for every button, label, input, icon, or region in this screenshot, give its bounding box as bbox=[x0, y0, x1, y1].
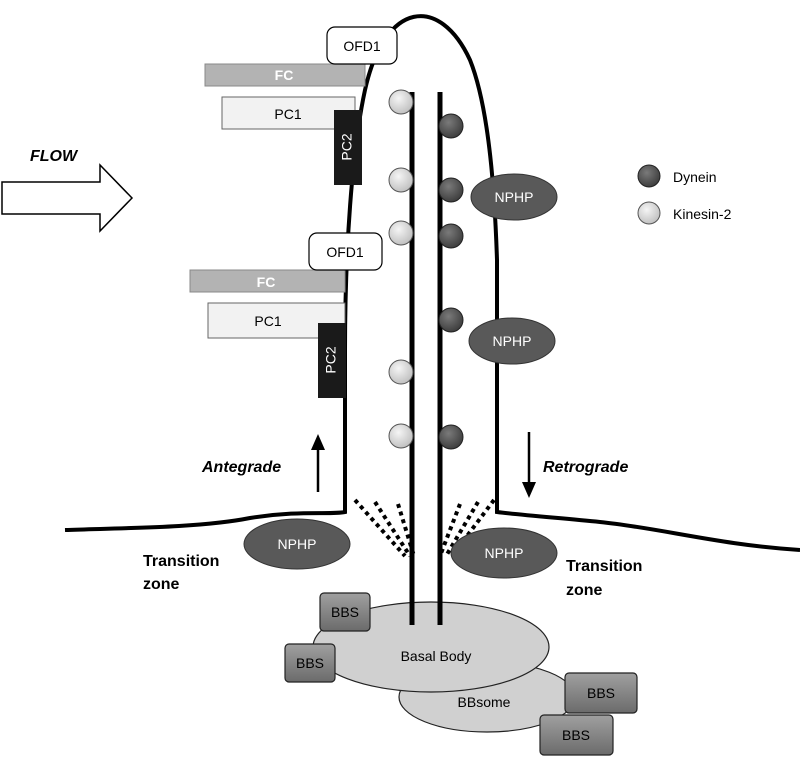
legend-kinesin-label: Kinesin-2 bbox=[673, 206, 732, 222]
fc-label-upper: FC bbox=[275, 67, 294, 83]
bbs-box-1 bbox=[319, 592, 371, 632]
fc-box-lower bbox=[189, 269, 346, 293]
pc1-label-upper: PC1 bbox=[274, 106, 301, 122]
pc2-label-lower: PC2 bbox=[323, 346, 339, 373]
pc2-box-lower bbox=[318, 323, 346, 398]
ofd1-label-lower: OFD1 bbox=[326, 244, 364, 260]
transition-zone-right-line2: zone bbox=[566, 582, 603, 599]
bbsome-label: BBsome bbox=[458, 694, 511, 710]
pc1-box-upper bbox=[221, 96, 356, 130]
dynein-motors bbox=[438, 113, 464, 450]
bbs-label-4: BBS bbox=[562, 727, 590, 743]
ciliary-membrane bbox=[64, 14, 800, 552]
ofd1-box-lower bbox=[308, 232, 383, 271]
kinesin-motors bbox=[388, 89, 414, 449]
transition-zone-left-line1: Transition bbox=[143, 553, 219, 570]
kinesin-motor bbox=[388, 423, 414, 449]
dynein-motor bbox=[438, 113, 464, 139]
bbs-box-3 bbox=[564, 672, 638, 714]
nphp-label-middle: NPHP bbox=[493, 333, 532, 349]
nphp-label-tz-right: NPHP bbox=[485, 545, 524, 561]
nphp-middle bbox=[468, 317, 556, 365]
pc1-label-lower: PC1 bbox=[254, 313, 281, 329]
fc-label-lower: FC bbox=[257, 274, 276, 290]
flow-label: FLOW bbox=[30, 148, 79, 165]
ofd1-box-upper bbox=[326, 26, 398, 65]
fc-box-upper bbox=[204, 63, 366, 87]
legend-dynein-label: Dynein bbox=[673, 169, 717, 185]
retrograde-label: Retrograde bbox=[543, 459, 628, 476]
bbs-label-3: BBS bbox=[587, 685, 615, 701]
nphp-tz-right bbox=[450, 527, 558, 579]
kinesin-motor bbox=[388, 220, 414, 246]
bbs-box-4 bbox=[539, 714, 614, 756]
pc2-box-upper bbox=[334, 110, 362, 185]
legend-kinesin-icon bbox=[637, 201, 661, 225]
ofd1-label-upper: OFD1 bbox=[343, 38, 381, 54]
antegrade-arrow-head bbox=[311, 434, 325, 450]
kinesin-motor bbox=[388, 167, 414, 193]
basal-body-label: Basal Body bbox=[401, 648, 472, 664]
bbs-label-2: BBS bbox=[296, 655, 324, 671]
nphp-tz-left bbox=[243, 518, 351, 570]
nphp-label-upper: NPHP bbox=[495, 189, 534, 205]
transition-zone-left-line2: zone bbox=[143, 576, 180, 593]
nphp-label-tz-left: NPHP bbox=[278, 536, 317, 552]
flow-arrow bbox=[1, 163, 134, 233]
pc2-label-upper: PC2 bbox=[339, 133, 355, 160]
bbs-box-2 bbox=[284, 643, 336, 683]
dynein-motor bbox=[438, 424, 464, 450]
dynein-motor bbox=[438, 307, 464, 333]
legend-dynein-icon bbox=[637, 164, 661, 188]
kinesin-motor bbox=[388, 89, 414, 115]
kinesin-motor bbox=[388, 359, 414, 385]
bbs-label-1: BBS bbox=[331, 604, 359, 620]
dynein-motor bbox=[438, 177, 464, 203]
antegrade-label: Antegrade bbox=[201, 459, 281, 476]
transition-zone-right-line1: Transition bbox=[566, 558, 642, 575]
retrograde-arrow-head bbox=[522, 482, 536, 498]
nphp-upper bbox=[470, 173, 558, 221]
dynein-motor bbox=[438, 223, 464, 249]
